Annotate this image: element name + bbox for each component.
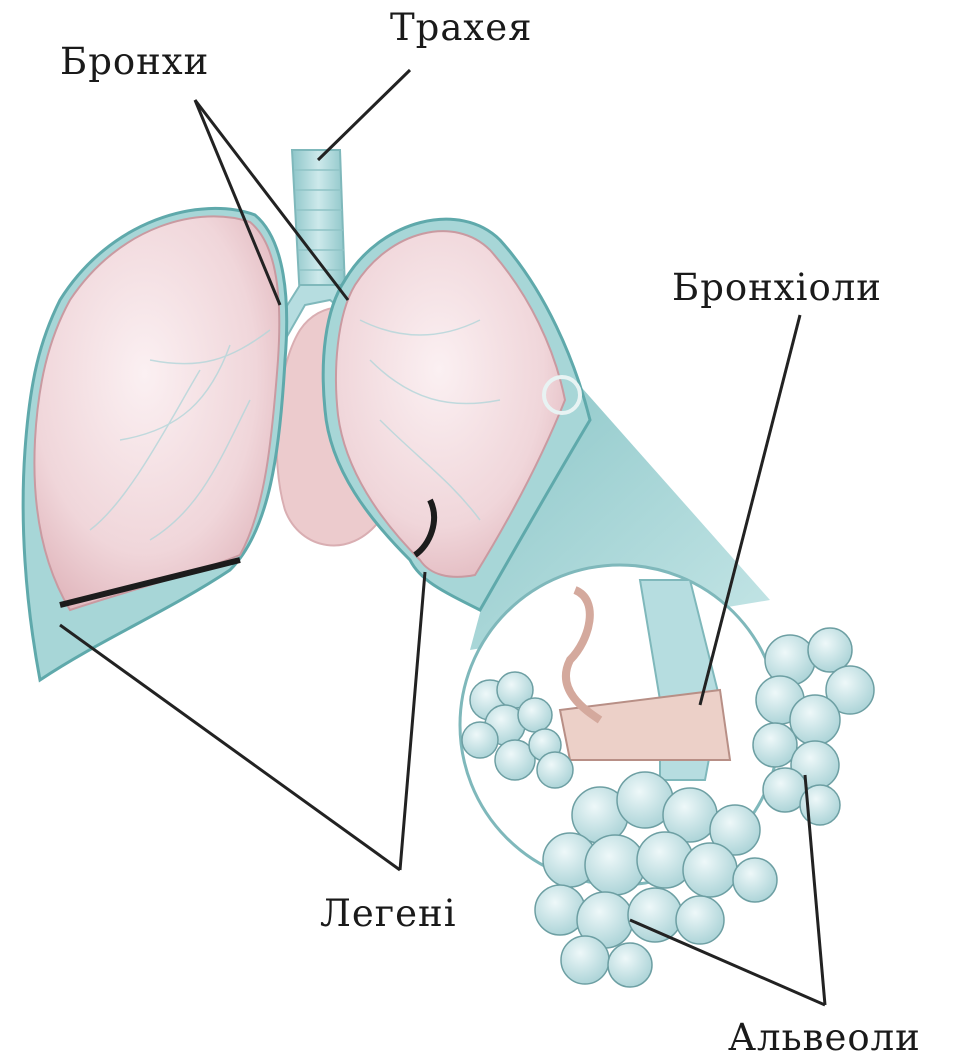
trachea-label: Трахея (390, 6, 533, 49)
alveoli-label: Альвеоли (728, 1016, 921, 1059)
trachea-leader (318, 70, 410, 160)
lungs-label: Легені (320, 892, 457, 935)
bronchi-label: Бронхи (60, 40, 209, 83)
trachea-shape (292, 150, 345, 300)
bronchioles-label: Бронхіоли (672, 266, 882, 309)
left-lung (34, 216, 279, 610)
lungs-leader-left (60, 625, 400, 870)
alveoli-cluster-right (753, 628, 874, 825)
alveoli-leader-left (630, 920, 825, 1005)
lungs-leader-right (400, 572, 425, 870)
